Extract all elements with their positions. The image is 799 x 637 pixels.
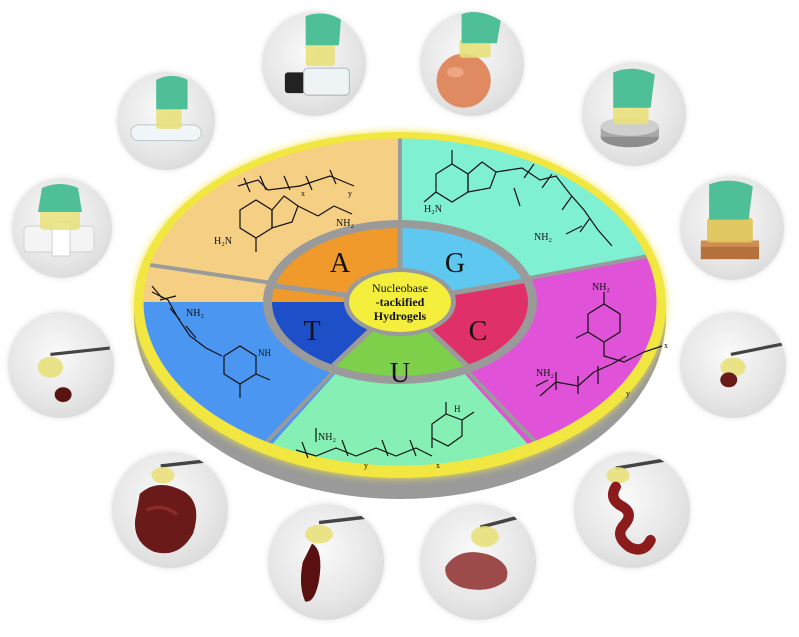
photo-small-organ-right — [680, 312, 786, 418]
cytosine-structure: NH₂ NH₂ x y — [535, 282, 668, 398]
adenine-amine: H₂N — [214, 236, 232, 247]
letter-t: T — [303, 316, 320, 347]
adenine-x: x — [301, 189, 305, 198]
guanine-structure: H₂N NH₂ — [423, 150, 613, 247]
uracil-amide: NH₂ — [318, 432, 336, 443]
photo-small-organ-left — [8, 312, 114, 418]
cytosine-x: x — [664, 341, 668, 350]
center-badge — [349, 272, 451, 332]
inner-segment-u — [320, 302, 480, 376]
photo-glass-vial — [262, 12, 366, 116]
letter-u: U — [390, 358, 410, 389]
letter-g: G — [445, 248, 465, 279]
pipe-icon — [23, 184, 95, 257]
photo-wood-block — [680, 176, 784, 280]
thymine-nh: NH — [258, 348, 271, 358]
guanine-amide: NH₂ — [534, 232, 552, 243]
photo-pvc-pipe — [12, 178, 112, 278]
wood-block-icon — [700, 180, 760, 260]
center-label-line1: Nucleobase — [372, 281, 428, 295]
cytosine-amide: NH₂ — [536, 368, 554, 379]
glass-tube-icon — [130, 75, 202, 142]
letter-a: A — [330, 248, 351, 279]
photo-metal-disc — [582, 62, 686, 166]
ball-icon — [436, 12, 502, 108]
thymine-amide: NH₂ — [186, 308, 204, 319]
photo-spleen — [268, 504, 384, 620]
adenine-y: y — [348, 189, 352, 198]
uracil-nh: H — [454, 404, 461, 414]
adenine-structure: H₂N NH₂ x y — [214, 169, 355, 252]
center-label-line3: Hydrogels — [374, 309, 427, 323]
photo-glass-tube — [117, 72, 215, 170]
tissue-icon — [720, 342, 785, 388]
cytosine-y: y — [626, 389, 630, 398]
photo-liver — [112, 452, 228, 568]
letter-c: C — [469, 316, 488, 347]
uracil-structure: NH₂ H y x — [295, 402, 475, 470]
uracil-y: y — [364, 461, 368, 470]
thymine-structure: NH₂ NH — [151, 285, 271, 398]
center-label-line2: -tackified — [376, 295, 425, 309]
vial-icon — [284, 13, 350, 96]
tissue-icon — [37, 346, 110, 403]
liver-icon — [134, 457, 224, 554]
segment-uracil — [240, 302, 560, 467]
photo-rubber-ball — [420, 12, 524, 116]
guanine-amine: H₂N — [424, 204, 442, 215]
cytosine-amine: NH₂ — [592, 282, 610, 293]
adenine-amide: NH₂ — [336, 218, 354, 229]
metal-disc-icon — [600, 68, 659, 148]
uracil-x: x — [436, 461, 440, 470]
